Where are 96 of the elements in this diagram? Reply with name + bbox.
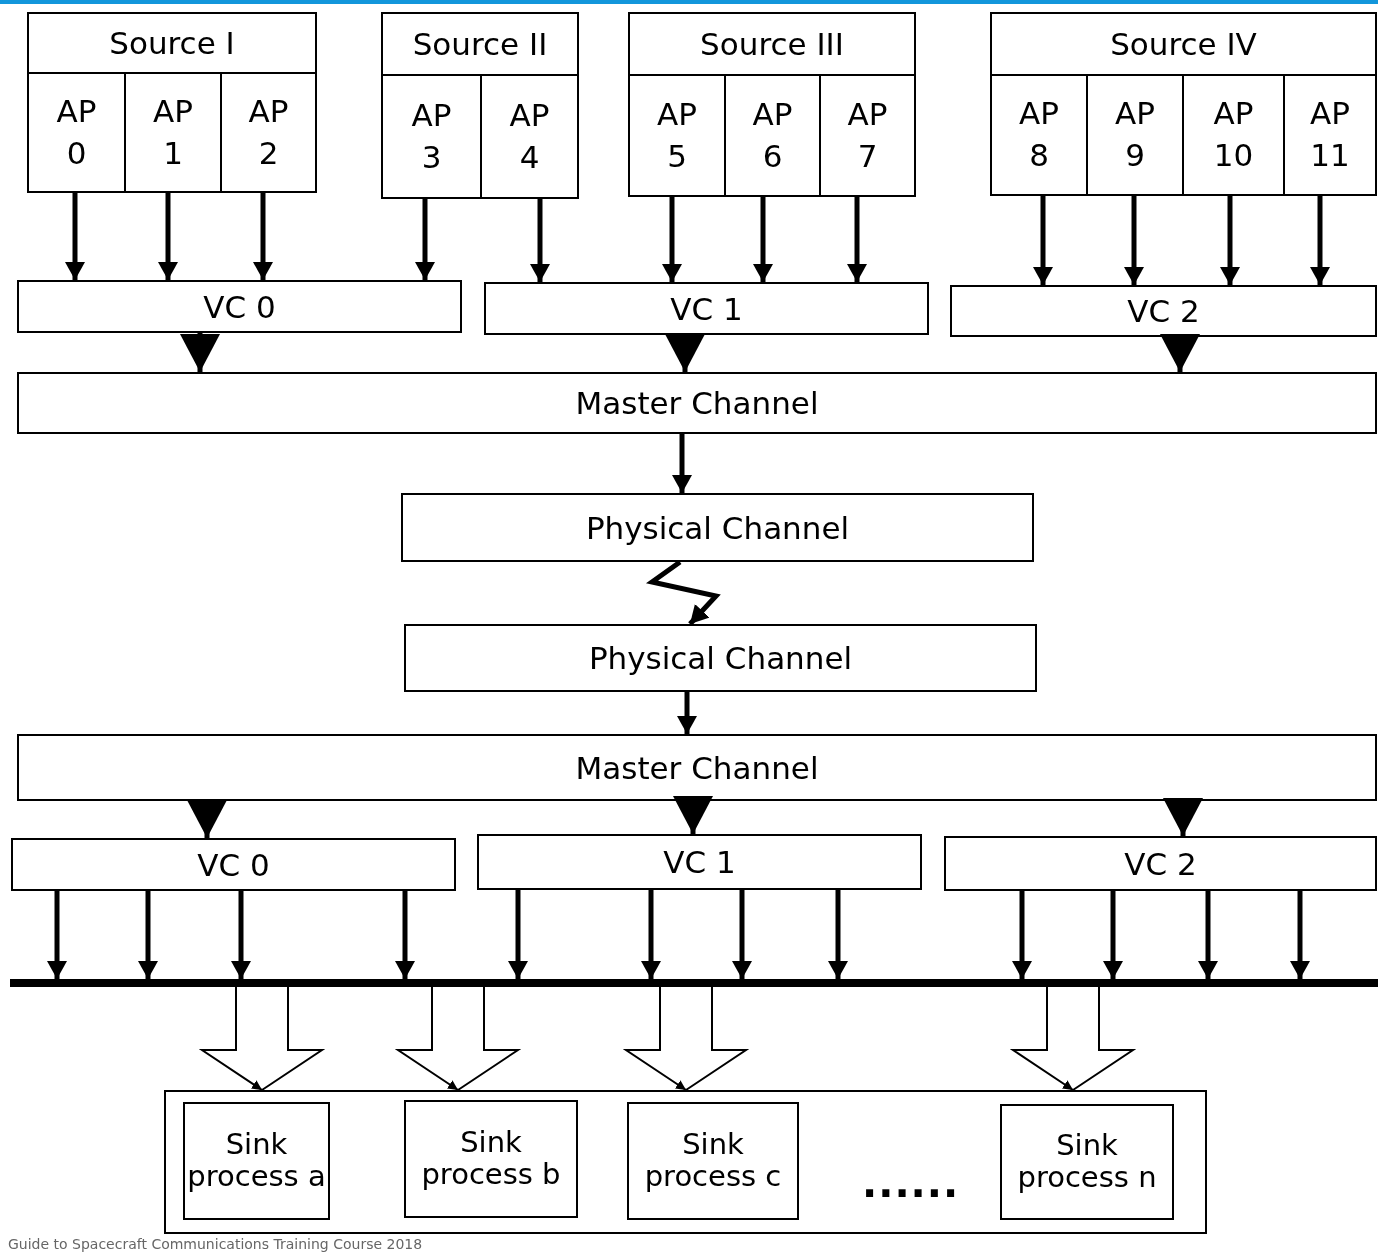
sink-label: Sink process a [186, 1129, 327, 1193]
arrow [138, 891, 158, 979]
channel-box [17, 734, 1377, 801]
sink-label: Sink process n [1017, 1130, 1157, 1194]
ap-box [726, 74, 821, 195]
ap-label: AP 0 [55, 91, 98, 173]
arrow [641, 890, 661, 979]
source-box [27, 12, 317, 193]
arrow [828, 890, 848, 979]
vc-label: VC 2 [1124, 845, 1197, 882]
arrow [665, 334, 705, 372]
lightning-arrow [645, 559, 721, 626]
arrow [673, 796, 713, 834]
vc-label: VC 1 [663, 844, 736, 880]
arrow [677, 692, 697, 734]
source-box [990, 12, 1377, 196]
arrow [753, 195, 773, 282]
ap-label: AP 8 [1018, 94, 1060, 175]
source-title: Source III [700, 26, 844, 62]
hollow-arrow [622, 986, 750, 1091]
hollow-arrow [394, 986, 522, 1091]
sink-box [404, 1100, 578, 1218]
arrow [1290, 891, 1310, 979]
channel-label: Physical Channel [588, 640, 853, 676]
vc-label: VC 0 [197, 846, 270, 883]
sink-label: Sink process c [643, 1129, 783, 1193]
arrow [65, 191, 85, 280]
channel-label: Master Channel [575, 749, 819, 786]
arrow [158, 191, 178, 280]
vc-box [17, 280, 462, 333]
vc-label: VC 1 [670, 290, 743, 327]
arrow [1310, 194, 1330, 285]
ap-label: AP 4 [508, 95, 551, 177]
footer-text: Guide to Spacecraft Communications Training Course 2018 [8, 1236, 423, 1252]
arrow [662, 195, 682, 282]
ap-label: AP 1 [152, 91, 194, 173]
arrow [1124, 194, 1144, 285]
ap-label: AP 2 [247, 91, 290, 173]
arrow [1220, 194, 1240, 285]
arrow [530, 197, 550, 282]
ap-label: AP 10 [1212, 94, 1255, 175]
sink-container [164, 1090, 1207, 1234]
arrow [1033, 194, 1053, 285]
sink-box [627, 1102, 799, 1220]
channel-box [17, 372, 1377, 434]
channel-box [401, 493, 1034, 562]
arrow [187, 800, 227, 838]
ap-label: AP 11 [1309, 94, 1351, 175]
arrow [1012, 891, 1032, 979]
source-title: Source I [109, 25, 235, 61]
sink-label: Sink process b [421, 1127, 561, 1191]
sink-box [183, 1102, 330, 1220]
vc-label: VC 2 [1127, 293, 1200, 329]
vc-box [950, 285, 1377, 337]
channel-box [404, 624, 1037, 692]
ap-label: AP 9 [1114, 94, 1156, 175]
ap-box [383, 74, 482, 197]
ap-label: AP 7 [846, 94, 889, 176]
arrow [1163, 798, 1203, 836]
arrow [180, 333, 220, 372]
vc-box [477, 834, 922, 890]
arrow [231, 891, 251, 979]
arrow [672, 434, 692, 493]
arrow [1160, 334, 1200, 372]
hollow-arrow [198, 986, 326, 1091]
arrow [508, 890, 528, 979]
source-title: Source II [412, 26, 548, 62]
ap-box [1088, 74, 1184, 194]
channel-label: Physical Channel [585, 509, 850, 546]
ap-box [630, 74, 726, 195]
arrow [1103, 891, 1123, 979]
arrow [415, 197, 435, 280]
ap-box [1184, 74, 1285, 194]
arrow [732, 890, 752, 979]
ap-label: AP 5 [656, 94, 698, 176]
sink-box [1000, 1104, 1174, 1220]
ap-box [29, 72, 126, 191]
arrow [47, 891, 67, 979]
dots-label: ...... [862, 1160, 960, 1206]
arrow [847, 195, 867, 282]
hollow-arrow [1009, 986, 1137, 1091]
channel-label: Master Channel [575, 385, 819, 421]
vc-box [11, 838, 456, 891]
source-title: Source IV [1110, 26, 1257, 62]
source-box [628, 12, 916, 197]
vc-box [484, 282, 929, 335]
arrow [253, 191, 273, 280]
arrow [1198, 891, 1218, 979]
ap-box [992, 74, 1088, 194]
source-box [381, 12, 579, 199]
ap-label: AP 6 [751, 94, 794, 176]
vc-label: VC 0 [203, 288, 276, 325]
ap-label: AP 3 [410, 95, 453, 177]
ap-box [126, 72, 222, 191]
arrow [395, 891, 415, 979]
vc-box [944, 836, 1377, 891]
